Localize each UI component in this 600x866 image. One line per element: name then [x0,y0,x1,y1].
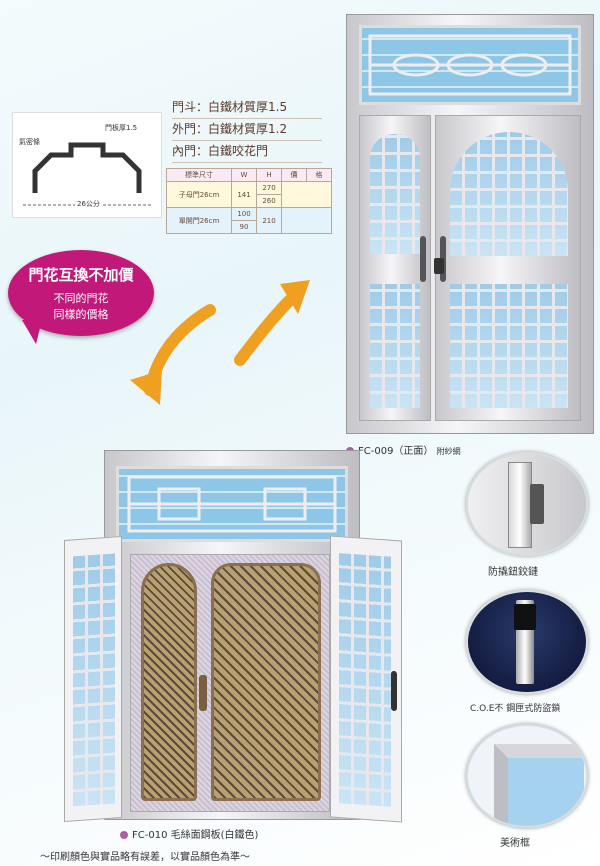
header-price-2: 格 [306,168,332,182]
transom-pattern [368,34,572,96]
seal-strip-label: 氣密條 [19,138,40,146]
lock-body [514,604,536,630]
footer-disclaimer: ～印刷顏色與實品略有誤差，以實品顏色為準～ [40,852,250,863]
fc010-right-open-leaf [330,535,402,823]
row-single-h: 210 [256,207,282,234]
hinge-icon [508,462,532,548]
lock-label: C.O.E不 鋼匣式防盜鎖 [470,704,561,714]
hinge-label: 防撬鈕鉸鏈 [488,567,538,578]
width-label: 26公分 [75,199,102,209]
fc010-right-glass [339,553,391,807]
main-leaf-upper-glass [450,132,568,256]
promo-title: 門花互換不加價 [28,266,134,284]
header-w: W [231,168,257,182]
spec-outer-door-line: 外門：白鐵材質厚1.2 [172,122,288,136]
side-leaf-lower-glass [370,284,420,408]
header-price-1: 價 [281,168,307,182]
spec-list: 門斗：白鐵材質厚1.5 外門：白鐵材質厚1.2 內門：白鐵咬花門 [172,96,332,163]
fc010-left-ornament [141,563,197,801]
frame-feature-image [466,724,588,828]
main-leaf [434,115,581,421]
transom-glass [359,25,581,105]
fc010-left-open-leaf [64,535,122,823]
panel-thickness-label: 門板厚1.5 [105,124,138,132]
side-leaf-handle[interactable] [420,236,426,282]
price-table: 標準尺寸 W H 價 格 子母門26cm 141 270 260 單開門26cm… [166,168,332,234]
hinge-feature-image [466,452,588,556]
door-fc010 [64,450,402,823]
fc010-inner-panel [130,554,330,812]
art-frame-icon [494,744,584,826]
row-single-door: 單開門26cm [166,207,232,234]
row-double-price [281,181,332,208]
swap-arrows-icon [130,280,310,405]
header-h: H [256,168,282,182]
fc010-right-handle[interactable] [391,670,397,712]
fc010-right-ornament [211,563,321,801]
frame-label: 美術框 [500,838,530,849]
side-leaf [359,115,431,421]
cross-section-drawing [23,142,151,206]
row-double-h2: 260 [256,194,282,208]
row-single-price [281,207,332,234]
fc010-transom-glass [116,466,348,542]
row-single-w1: 100 [231,207,257,221]
caption-fc010: FC-010 毛絲面鋼板(白鐵色) [120,826,258,841]
promo-bubble-tail [22,320,42,344]
hinge-screws [530,484,544,524]
side-leaf-upper-glass [370,134,420,254]
fc010-transom-pattern [127,475,337,533]
caption-fc009-model: FC-009（正面） [358,446,434,457]
main-leaf-lock[interactable] [434,258,444,274]
bullet-icon [120,831,128,839]
row-double-w: 141 [231,181,257,208]
fc010-left-glass [73,553,115,807]
promo-sub2: 同樣的價格 [53,308,109,321]
main-leaf-lower-glass [450,284,568,408]
row-double-door: 子母門26cm [166,181,232,208]
spec-inner-door-line: 內門：白鐵咬花門 [172,144,269,158]
caption-fc009-suffix: 附紗網 [436,447,461,456]
row-double-h1: 270 [256,181,282,195]
caption-fc010-text: FC-010 毛絲面鋼板(白鐵色) [132,830,259,841]
cross-section-diagram: 氣密條 門板厚1.5 26公分 [12,112,162,218]
door-fc009 [346,14,594,434]
lock-feature-image [466,590,588,694]
fc010-handle[interactable] [199,675,207,711]
spec-frame-line: 門斗：白鐵材質厚1.5 [172,100,288,114]
row-single-w2: 90 [231,220,257,234]
promo-sub1: 不同的門花 [53,292,109,305]
header-size: 標準尺寸 [166,168,232,182]
